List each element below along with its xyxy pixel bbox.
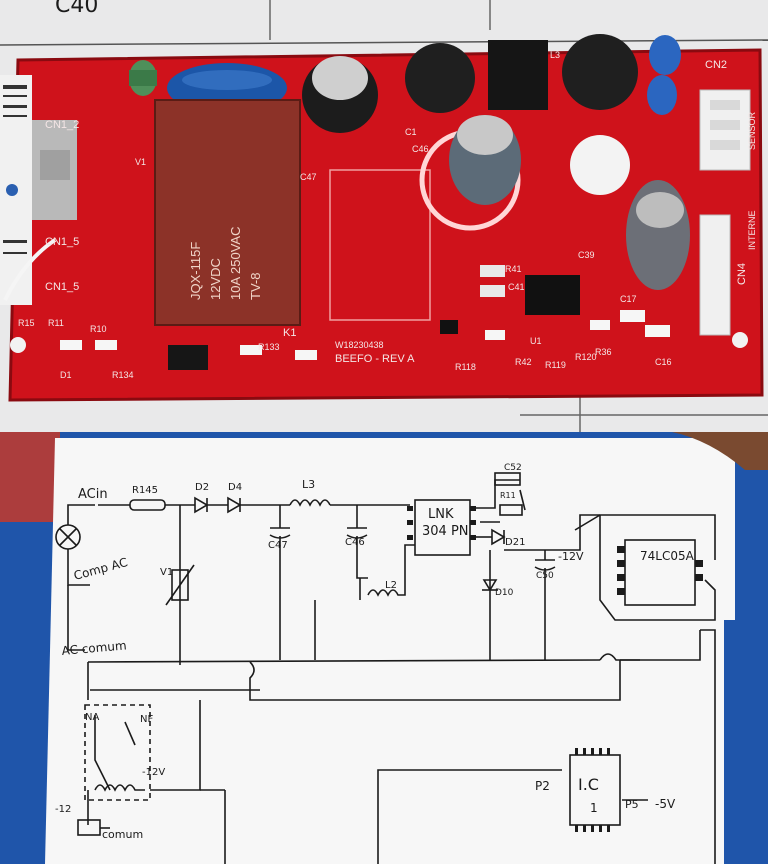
label-coil-minus12v: -12V — [142, 767, 165, 778]
silk-c16: C16 — [655, 357, 672, 367]
silk-board-id: BEEFO - REV A — [335, 353, 415, 365]
label-ic-74: 74LC05A — [640, 549, 695, 563]
label-c46: C46 — [345, 537, 365, 548]
silk-c46: C46 — [412, 144, 429, 154]
silk-v1: V1 — [135, 157, 146, 167]
relay-text-1: JQX-115F — [188, 242, 203, 300]
schematic-photo: ACin Comp AC R145 D2 D4 L3 C47 C46 L2 V1… — [0, 432, 768, 864]
label-ac-in: ACin — [78, 487, 108, 502]
label-nf: NF — [140, 714, 153, 725]
label-lnk-part: 304 PN — [422, 524, 469, 539]
silk-cn1-5a: CN1_5 — [45, 236, 79, 248]
silk-u1: U1 — [530, 336, 542, 346]
silk-d1: D1 — [60, 370, 72, 380]
label-minus12: -12 — [55, 804, 71, 815]
silk-interne: INTERNE — [747, 210, 757, 250]
label-r145: R145 — [132, 485, 158, 496]
label-c47: C47 — [268, 540, 288, 551]
silk-r134: R134 — [112, 370, 134, 380]
silk-r120: R120 — [575, 352, 597, 362]
label-na: NA — [85, 712, 99, 723]
relay — [154, 99, 301, 326]
silk-r36: R36 — [595, 347, 612, 357]
label-lnk: LNK — [428, 507, 454, 522]
label-l2: L2 — [385, 580, 397, 591]
label-d21: D21 — [505, 537, 525, 548]
silk-c17: C17 — [620, 294, 637, 304]
silk-k1: K1 — [283, 327, 296, 339]
silk-cn1-5b: CN1_5 — [45, 281, 79, 293]
label-ac-comum: AC comum — [61, 638, 127, 658]
label-l3: L3 — [302, 478, 315, 491]
label-r11: R11 — [500, 491, 516, 500]
silk-c47: C47 — [300, 172, 317, 182]
label-minus12v: -12V — [558, 550, 584, 563]
relay-text-4: TV-8 — [248, 273, 263, 300]
label-d4: D4 — [228, 482, 242, 493]
paper-sheet — [45, 438, 735, 864]
label-p2: P2 — [535, 779, 550, 793]
top-sketch-label: C40 — [55, 0, 98, 18]
silk-r133: R133 — [258, 342, 280, 352]
relay-text-3: 10A 250VAC — [228, 227, 243, 300]
silk-c41: C41 — [508, 282, 525, 292]
label-c52: C52 — [504, 463, 522, 473]
schematic-wires — [55, 472, 716, 864]
silk-cn2: CN2 — [705, 59, 727, 71]
silk-board-number: W18230438 — [335, 340, 384, 350]
silk-c39: C39 — [578, 250, 595, 260]
silk-c1: C1 — [405, 127, 417, 137]
hand — [672, 432, 768, 470]
silk-r10: R10 — [90, 324, 107, 334]
label-comum: comum — [102, 828, 143, 841]
label-d2: D2 — [195, 482, 209, 493]
label-c50: C50 — [536, 571, 554, 581]
silk-cn1-2: CN1_2 — [45, 119, 79, 131]
silk-r118: R118 — [455, 362, 476, 372]
silk-r41: R41 — [505, 264, 522, 274]
silk-r11: R11 — [48, 318, 64, 328]
label-ic1-num: 1 — [590, 801, 598, 815]
silk-r42: R42 — [515, 357, 532, 367]
silk-r15: R15 — [18, 318, 35, 328]
label-v1: V1 — [160, 567, 173, 578]
pcb-photo: C40 JQX-115F 12VDC 10A 250VAC TV-8 — [0, 0, 768, 432]
label-d10: D10 — [495, 588, 514, 598]
label-p5: P5 — [625, 798, 639, 811]
silk-l3: L3 — [550, 50, 560, 60]
relay-text-2: 12VDC — [208, 258, 223, 300]
silk-cn4: CN4 — [736, 263, 748, 285]
silk-r119: R119 — [545, 360, 566, 370]
label-minus5v: -5V — [655, 797, 676, 811]
silk-sensor: SENSOR — [747, 111, 757, 150]
label-ic1: I.C — [578, 775, 599, 794]
